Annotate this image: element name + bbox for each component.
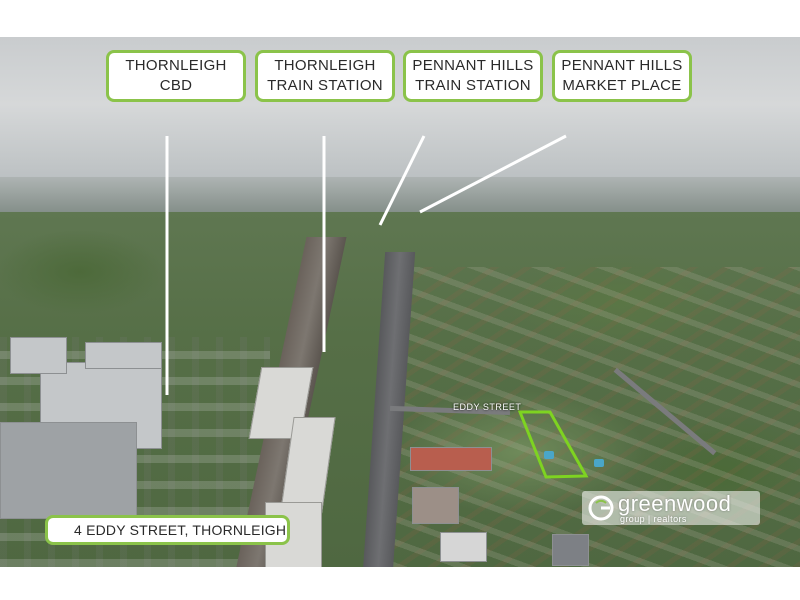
callout-thornleigh-train-station: THORNLEIGH TRAIN STATION — [255, 50, 395, 102]
callout-line1: PENNANT HILLS — [561, 57, 683, 74]
street-label: EDDY STREET — [453, 402, 522, 412]
greenwood-logo-icon — [588, 495, 614, 521]
callout-line2: TRAIN STATION — [267, 77, 383, 94]
callout-line1: THORNLEIGH — [125, 57, 227, 74]
callout-line2: MARKET PLACE — [562, 77, 682, 94]
leader-line-pennant-hills-market — [419, 134, 567, 214]
property-boundary-outline — [517, 410, 589, 479]
callout-line2: CBD — [159, 77, 193, 94]
brand-name: greenwood — [618, 491, 732, 516]
callout-line2: TRAIN STATION — [415, 77, 531, 94]
callout-pennant-hills-train-station: PENNANT HILLS TRAIN STATION — [403, 50, 543, 102]
callout-line1: PENNANT HILLS — [412, 57, 534, 74]
callout-thornleigh-cbd: THORNLEIGH CBD — [106, 50, 246, 102]
callout-line1: THORNLEIGH — [274, 57, 376, 74]
callout-pennant-hills-market-place: PENNANT HILLS MARKET PLACE — [552, 50, 692, 102]
house-roof — [552, 534, 589, 566]
house-roof — [440, 532, 487, 562]
building — [10, 337, 67, 374]
construction-site — [0, 422, 137, 519]
building — [85, 342, 162, 369]
leader-line-pennant-hills-station — [378, 135, 426, 226]
swimming-pool — [594, 459, 604, 467]
property-address-label: 4 EDDY STREET, THORNLEIGH — [45, 515, 290, 545]
brand-watermark: greenwood group | realtors — [582, 491, 760, 525]
brand-tagline: group | realtors — [620, 514, 687, 524]
swimming-pool — [544, 451, 554, 459]
house-roof — [410, 447, 492, 471]
house-roof — [412, 487, 459, 524]
